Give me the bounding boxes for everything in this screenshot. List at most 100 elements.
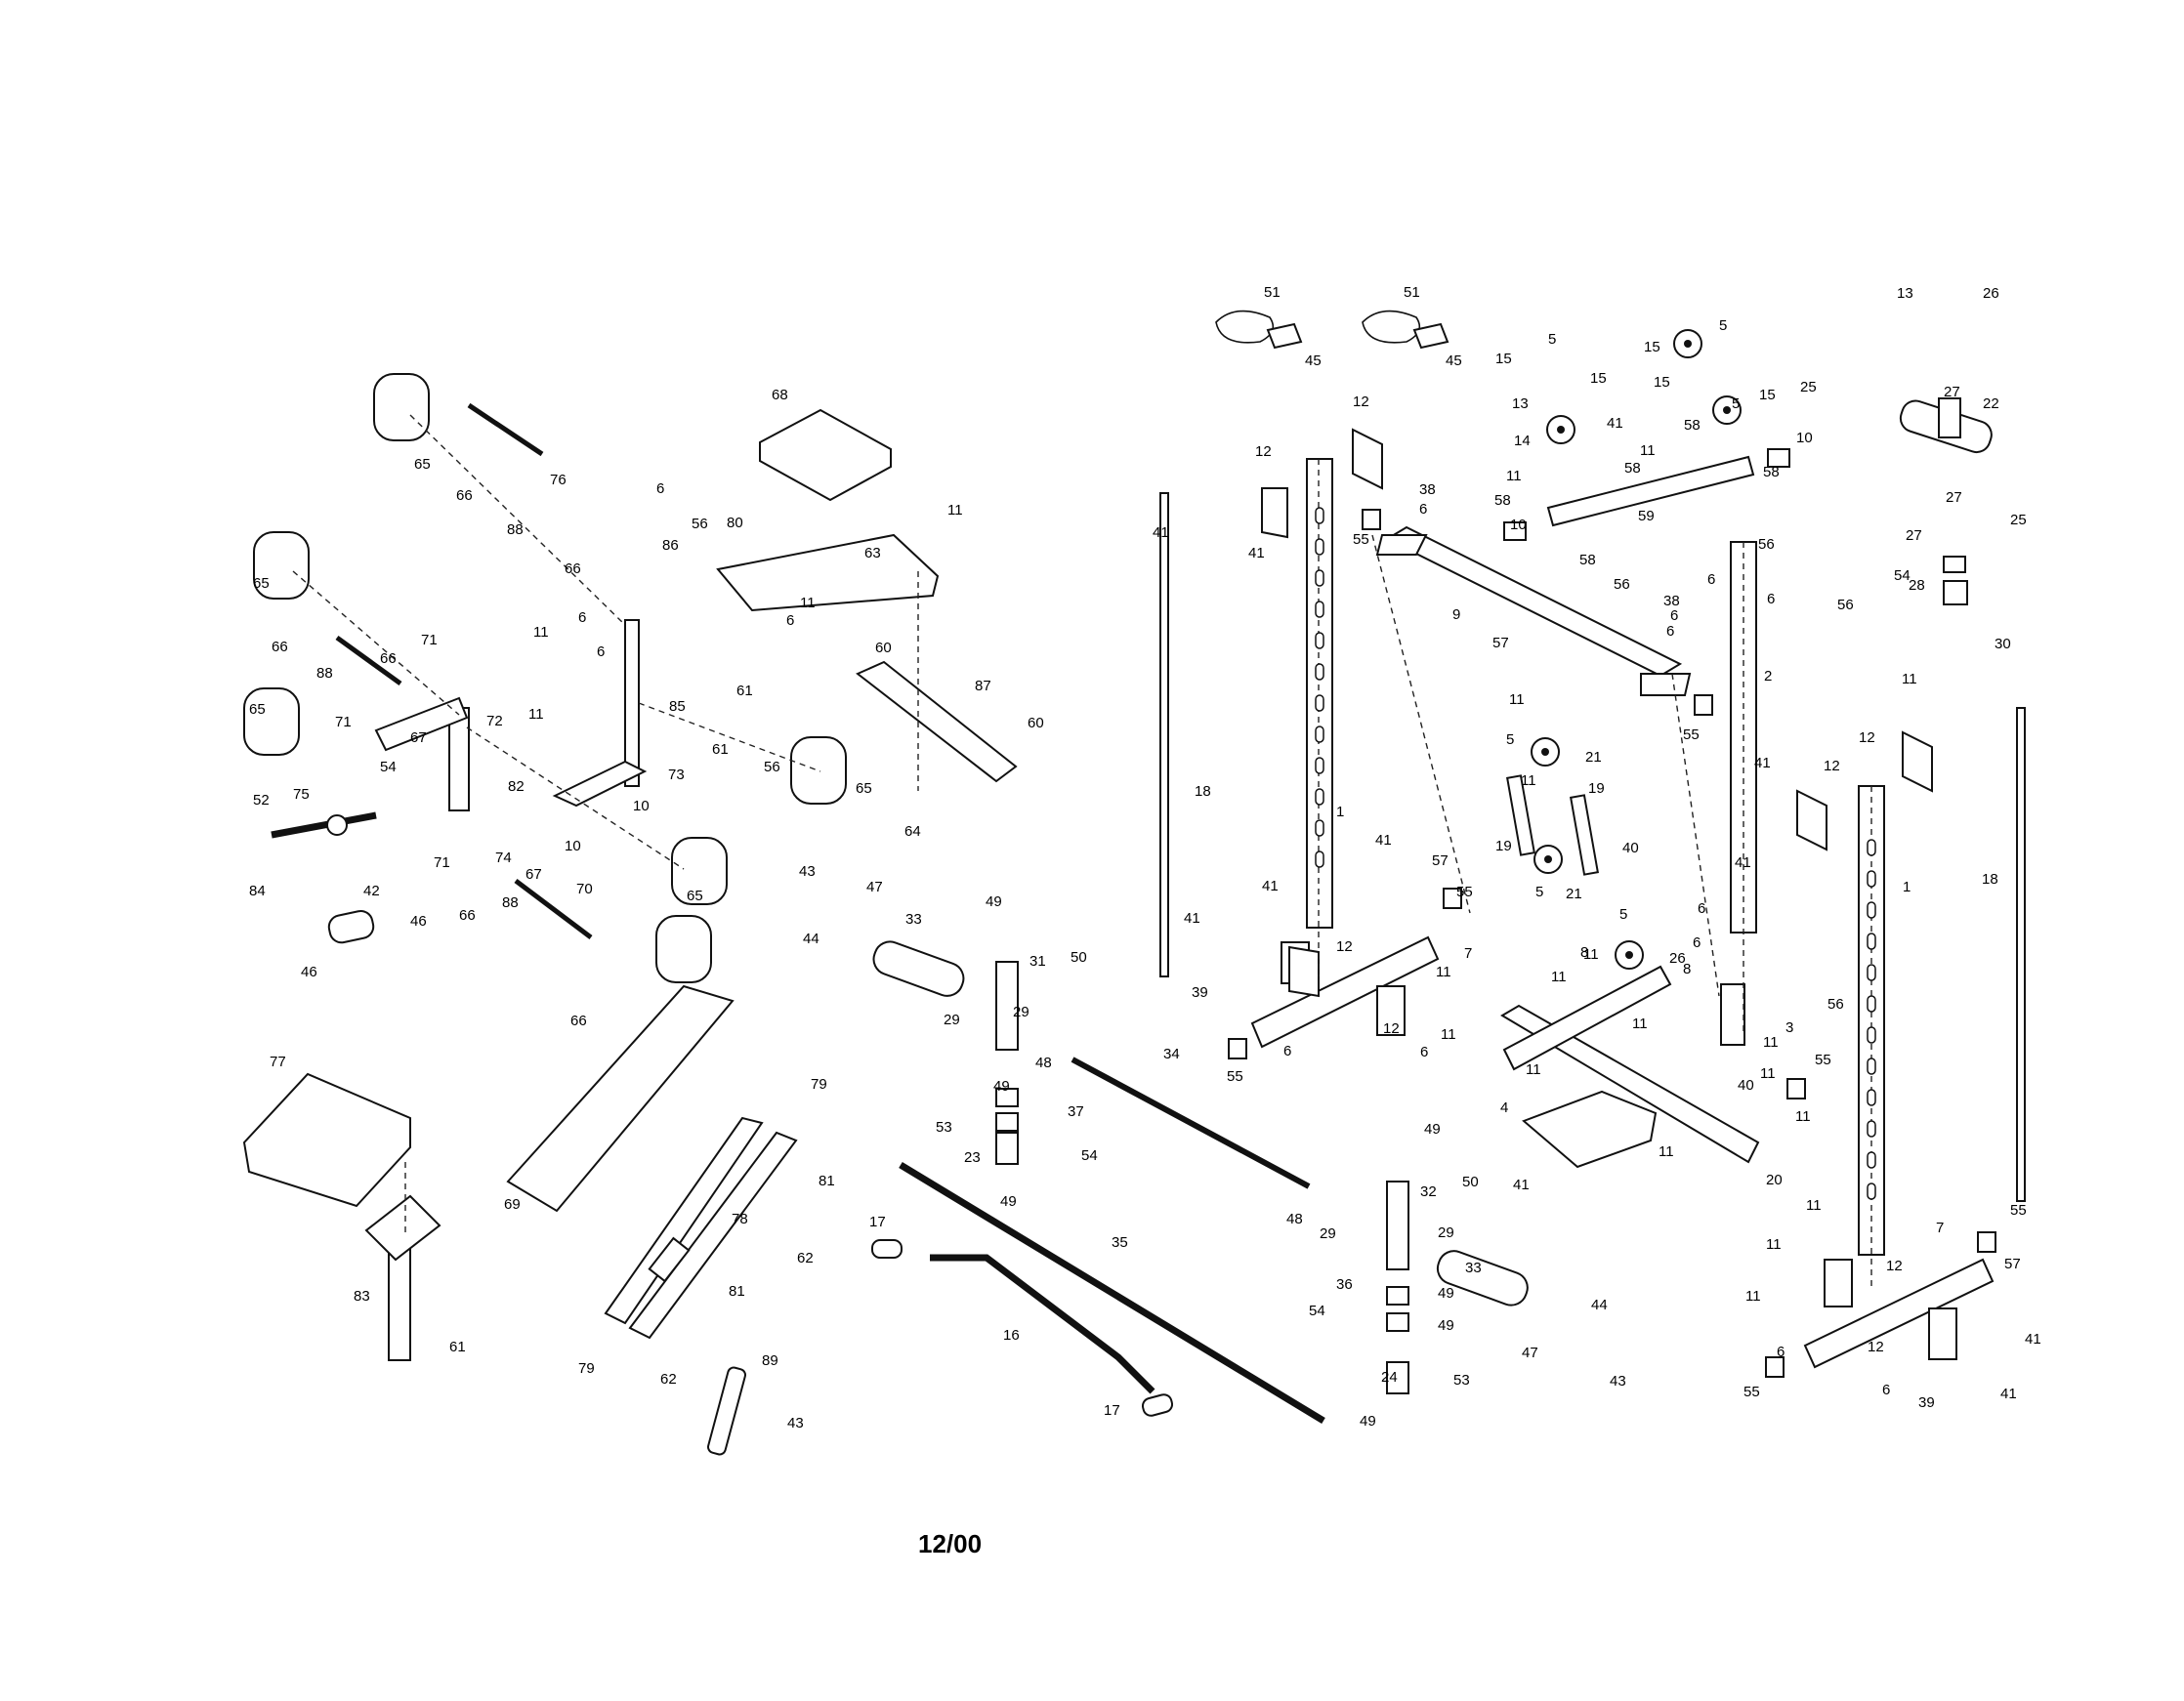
callout-21: 21 — [1585, 749, 1602, 766]
callout-54: 54 — [1894, 567, 1911, 584]
callout-17: 17 — [1104, 1402, 1120, 1419]
callout-82: 82 — [508, 778, 525, 795]
bench-assembly — [242, 373, 1018, 1456]
callout-11: 11 — [1766, 1236, 1782, 1253]
callout-5: 5 — [1619, 906, 1627, 923]
callout-11: 11 — [1632, 1016, 1648, 1032]
callout-66: 66 — [570, 1013, 587, 1029]
callout-11: 11 — [947, 502, 963, 519]
callout-12: 12 — [1886, 1258, 1903, 1274]
callout-43: 43 — [1610, 1373, 1626, 1390]
callout-12: 12 — [1824, 758, 1840, 774]
callout-12: 12 — [1353, 394, 1369, 410]
callout-5: 5 — [1719, 317, 1727, 334]
callout-29: 29 — [944, 1012, 960, 1028]
callout-11: 11 — [528, 706, 544, 723]
callout-6: 6 — [1670, 607, 1678, 624]
callout-83: 83 — [354, 1288, 370, 1305]
callout-11: 11 — [1795, 1108, 1811, 1125]
callout-54: 54 — [380, 759, 397, 775]
callout-41: 41 — [1262, 878, 1279, 894]
callout-69: 69 — [504, 1196, 521, 1213]
callout-11: 11 — [800, 595, 816, 611]
callout-25: 25 — [2010, 512, 2027, 528]
callout-3: 3 — [1785, 1019, 1793, 1036]
callout-6: 6 — [1777, 1344, 1785, 1360]
main-tower-frame — [1159, 310, 2026, 1378]
callout-26: 26 — [1669, 950, 1686, 967]
callout-40: 40 — [1738, 1077, 1754, 1094]
callout-54: 54 — [1081, 1147, 1098, 1164]
callout-11: 11 — [1659, 1143, 1674, 1160]
callout-67: 67 — [410, 729, 427, 746]
callout-58: 58 — [1763, 464, 1780, 480]
callout-79: 79 — [578, 1360, 595, 1377]
callout-6: 6 — [1707, 571, 1715, 588]
callout-71: 71 — [434, 854, 450, 871]
callout-1: 1 — [1903, 879, 1911, 895]
callout-49: 49 — [1438, 1317, 1454, 1334]
callout-62: 62 — [797, 1250, 814, 1266]
callout-16: 16 — [1003, 1327, 1020, 1344]
callout-19: 19 — [1495, 838, 1512, 854]
callout-85: 85 — [669, 698, 686, 715]
callout-11: 11 — [533, 624, 549, 641]
callout-55: 55 — [1815, 1052, 1831, 1068]
callout-12: 12 — [1383, 1020, 1400, 1037]
callout-56: 56 — [1758, 536, 1775, 553]
callout-41: 41 — [1754, 755, 1771, 771]
callout-10: 10 — [1796, 430, 1813, 446]
callout-39: 39 — [1918, 1394, 1935, 1411]
callout-40: 40 — [1622, 840, 1639, 856]
callout-68: 68 — [772, 387, 788, 403]
callout-9: 9 — [1452, 606, 1460, 623]
callout-89: 89 — [762, 1352, 778, 1369]
callout-44: 44 — [803, 931, 819, 947]
callout-56: 56 — [692, 516, 708, 532]
callout-49: 49 — [993, 1078, 1010, 1095]
callout-11: 11 — [1760, 1065, 1776, 1082]
callout-58: 58 — [1684, 417, 1701, 434]
callout-25: 25 — [1800, 379, 1817, 395]
callout-8: 8 — [1683, 961, 1691, 977]
callout-56: 56 — [1827, 996, 1844, 1013]
callout-38: 38 — [1663, 593, 1680, 609]
callout-11: 11 — [1521, 772, 1536, 789]
callout-15: 15 — [1759, 387, 1776, 403]
callout-4: 4 — [1500, 1099, 1508, 1116]
callout-labels: 1123455555566666666666666677889101010101… — [249, 284, 2041, 1431]
callout-43: 43 — [799, 863, 816, 880]
callout-37: 37 — [1068, 1103, 1084, 1120]
callout-60: 60 — [1028, 715, 1044, 731]
callout-34: 34 — [1163, 1046, 1180, 1062]
callout-11: 11 — [1745, 1288, 1761, 1305]
callout-65: 65 — [249, 701, 266, 718]
callout-31: 31 — [1029, 953, 1046, 970]
callout-66: 66 — [565, 560, 581, 577]
callout-6: 6 — [1419, 501, 1427, 518]
callout-32: 32 — [1420, 1183, 1437, 1200]
callout-61: 61 — [712, 741, 729, 758]
callout-6: 6 — [1693, 934, 1701, 951]
callout-22: 22 — [1983, 395, 1999, 412]
callout-60: 60 — [875, 640, 892, 656]
callout-12: 12 — [1336, 938, 1353, 955]
callout-77: 77 — [270, 1054, 286, 1070]
callout-11: 11 — [1902, 671, 1917, 687]
press-arm-assembly — [871, 940, 1529, 1424]
date-code: 12/00 — [918, 1529, 982, 1558]
callout-6: 6 — [1420, 1044, 1428, 1060]
callout-6: 6 — [597, 643, 605, 660]
callout-57: 57 — [1432, 852, 1449, 869]
callout-41: 41 — [1248, 545, 1265, 561]
callout-64: 64 — [904, 823, 921, 840]
callout-5: 5 — [1506, 731, 1514, 748]
callout-88: 88 — [502, 894, 519, 911]
callout-48: 48 — [1286, 1211, 1303, 1227]
callout-6: 6 — [1666, 623, 1674, 640]
callout-1: 1 — [1336, 804, 1344, 820]
callout-6: 6 — [1767, 591, 1775, 607]
callout-27: 27 — [1906, 527, 1922, 544]
callout-15: 15 — [1495, 351, 1512, 367]
callout-41: 41 — [1375, 832, 1392, 849]
